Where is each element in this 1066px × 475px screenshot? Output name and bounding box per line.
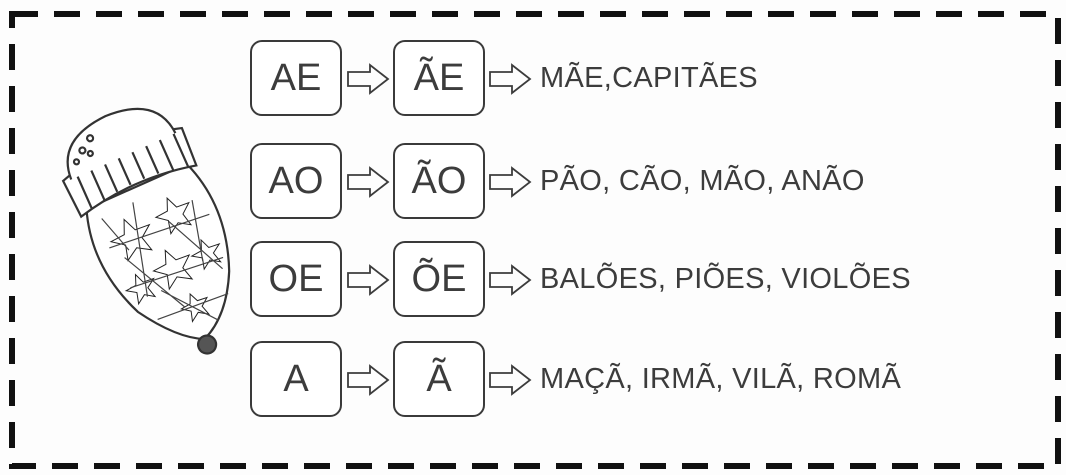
outline-arrow-icon: [347, 166, 390, 198]
letter-box-from: A: [250, 341, 342, 417]
example-words: PÃO, CÃO, MÃO, ANÃO: [540, 165, 865, 197]
letter-box-from: AE: [250, 40, 342, 116]
outline-arrow-icon: [489, 364, 532, 396]
letter-box-to: ÕE: [393, 241, 485, 317]
letter-box-to: ÃE: [393, 40, 485, 116]
outline-arrow-icon: [347, 364, 390, 396]
outline-arrow-icon: [489, 63, 532, 95]
winter-hat-icon: [61, 107, 231, 355]
example-words: MÃE,CAPITÃES: [540, 62, 758, 94]
letter-box-from: AO: [250, 143, 342, 219]
outline-arrow-icon: [347, 63, 390, 95]
letter-box-to: Ã: [393, 341, 485, 417]
outline-arrow-icon: [489, 264, 532, 296]
example-words: MAÇÃ, IRMÃ, VILÃ, ROMÃ: [540, 363, 902, 395]
letter-box-to: ÃO: [393, 143, 485, 219]
letter-box-from: OE: [250, 241, 342, 317]
outline-arrow-icon: [347, 264, 390, 296]
outline-arrow-icon: [489, 166, 532, 198]
example-words: BALÕES, PIÕES, VIOLÕES: [540, 263, 911, 295]
